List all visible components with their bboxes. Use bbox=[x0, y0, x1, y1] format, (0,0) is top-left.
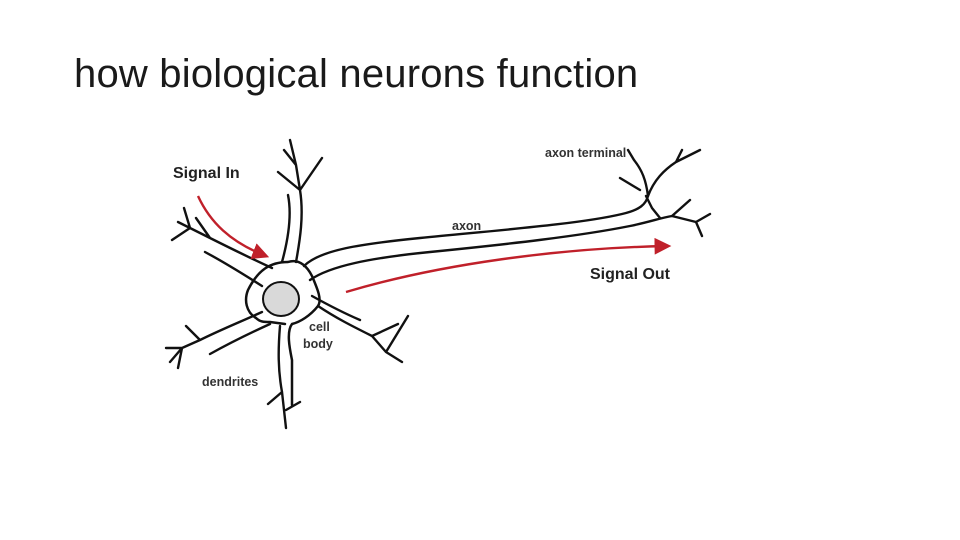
label-cell: cell bbox=[309, 320, 330, 334]
dendrite-lower-right-inner bbox=[310, 294, 362, 322]
slide-title: how biological neurons function bbox=[74, 52, 639, 96]
label-axon-terminal: axon terminal bbox=[545, 146, 626, 160]
axon-top-edge bbox=[302, 194, 650, 268]
label-dendrites: dendrites bbox=[202, 375, 258, 389]
label-signal-in: Signal In bbox=[173, 165, 240, 182]
axon-bottom-edge bbox=[308, 214, 674, 282]
neuron-drawing bbox=[164, 138, 712, 430]
label-axon: axon bbox=[452, 219, 481, 233]
label-body: body bbox=[303, 337, 333, 351]
dendrite-lower-right bbox=[316, 304, 410, 364]
axon-terminal-branches bbox=[618, 148, 712, 238]
label-signal-out: Signal Out bbox=[590, 266, 671, 283]
dendrite-upper-left bbox=[170, 206, 274, 270]
dendrite-top-inner bbox=[280, 193, 291, 264]
signal-out-arrow bbox=[345, 237, 672, 294]
dendrite-lower-left-inner bbox=[208, 322, 272, 356]
dendrite-upper-left-inner bbox=[203, 250, 264, 288]
signal-in-arrow bbox=[196, 195, 270, 259]
nucleus bbox=[262, 281, 300, 317]
dendrite-bottom bbox=[266, 324, 302, 430]
dendrite-lower-left bbox=[164, 310, 264, 370]
dendrite-top bbox=[276, 138, 324, 264]
